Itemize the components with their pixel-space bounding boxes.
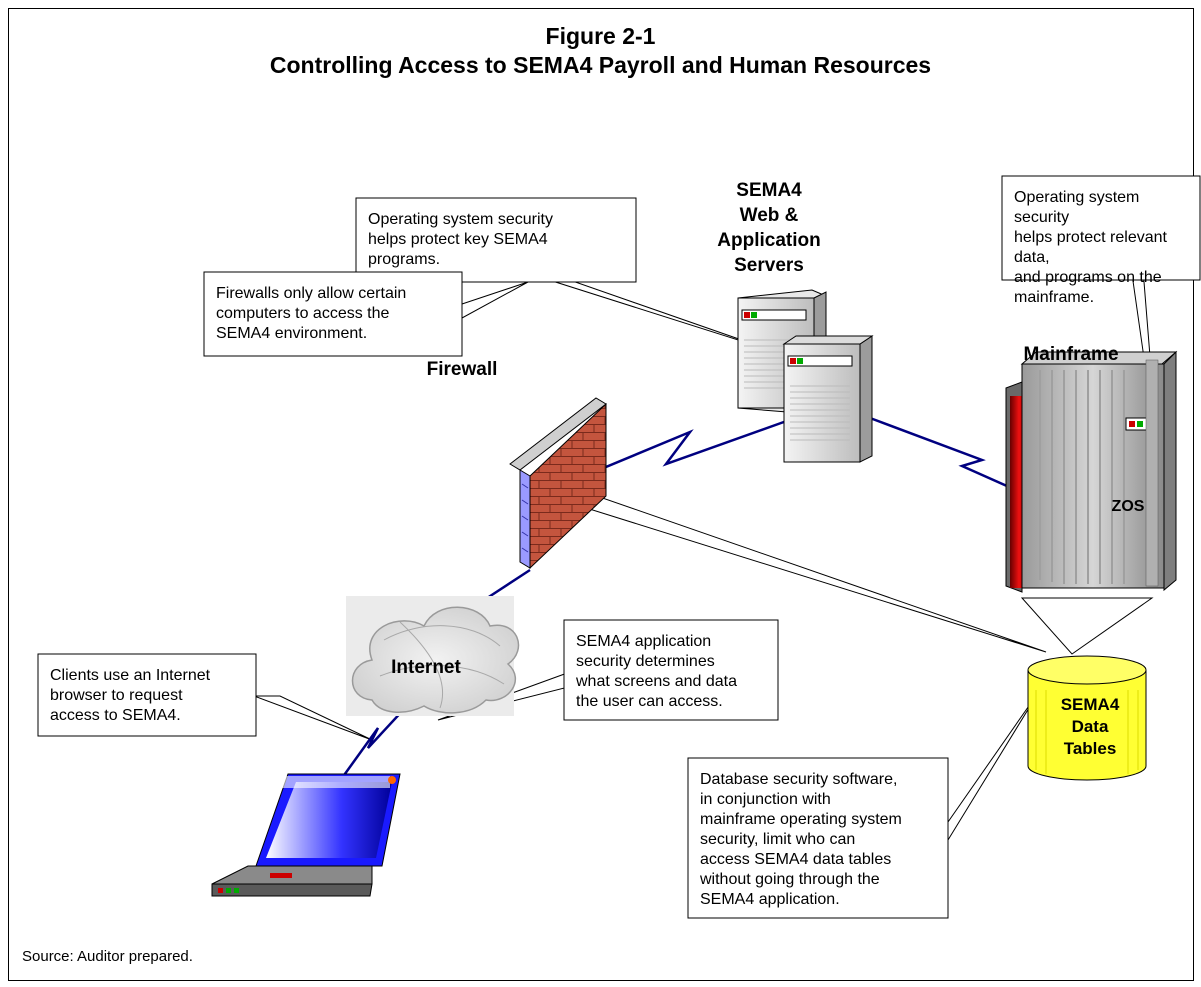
servers-label: SEMA4 Web & Application Servers	[717, 180, 821, 276]
figure-title: Controlling Access to SEMA4 Payroll and …	[269, 52, 932, 78]
server-front-icon	[782, 335, 874, 463]
link-firewall-to-servers	[564, 416, 796, 486]
firewall-icon	[509, 397, 607, 570]
callout-box-servers	[355, 197, 637, 283]
mainframe-icon	[1005, 350, 1178, 593]
callout-box-firewall	[203, 271, 463, 357]
internet-cloud	[346, 596, 520, 716]
callout-clients: Clients use an Internet browser to reque…	[50, 667, 211, 724]
callout-boxes	[37, 175, 1201, 919]
callout-box-clients	[37, 653, 257, 737]
callout-box-database	[687, 757, 949, 919]
callout-app-security: SEMA4 application security determines wh…	[576, 633, 737, 710]
mainframe-to-data-arrow	[1020, 597, 1154, 655]
firewall-side	[519, 469, 531, 569]
link-laptop-to-internet	[340, 693, 419, 779]
laptop-icon	[211, 773, 401, 897]
zos-label: ZOS	[1111, 498, 1145, 515]
figure-number: Figure 2-1	[545, 23, 656, 49]
firewall-label: Firewall	[426, 359, 498, 380]
internet-label: Internet	[391, 657, 461, 678]
laptop-screen	[266, 782, 392, 858]
pointer-firewall	[461, 281, 529, 319]
data-tables-cylinder	[1027, 655, 1147, 781]
figure-title-block: Figure 2-1 Controlling Access to SEMA4 P…	[0, 22, 1201, 80]
figure-frame	[8, 8, 1194, 981]
callout-firewall: Firewalls only allow certain computers t…	[216, 285, 407, 342]
pointer-database	[947, 689, 1041, 842]
callout-os-security-servers: Operating system security helps protect …	[368, 211, 553, 268]
firewall-bricks	[529, 402, 607, 570]
cloud-shape	[351, 606, 520, 714]
pointer-clients	[253, 695, 373, 741]
callout-box-mainframe	[1001, 175, 1201, 281]
callout-database: Database security software, in conjuncti…	[700, 771, 902, 908]
callout-os-security-mainframe: Operating system security helps protect …	[1014, 189, 1167, 306]
callout-box-app-security	[563, 619, 779, 721]
data-tables-label: SEMA4 Data Tables	[1060, 695, 1120, 758]
source-note: Source: Auditor prepared.	[22, 948, 193, 965]
mainframe-label: Mainframe	[1023, 344, 1119, 365]
